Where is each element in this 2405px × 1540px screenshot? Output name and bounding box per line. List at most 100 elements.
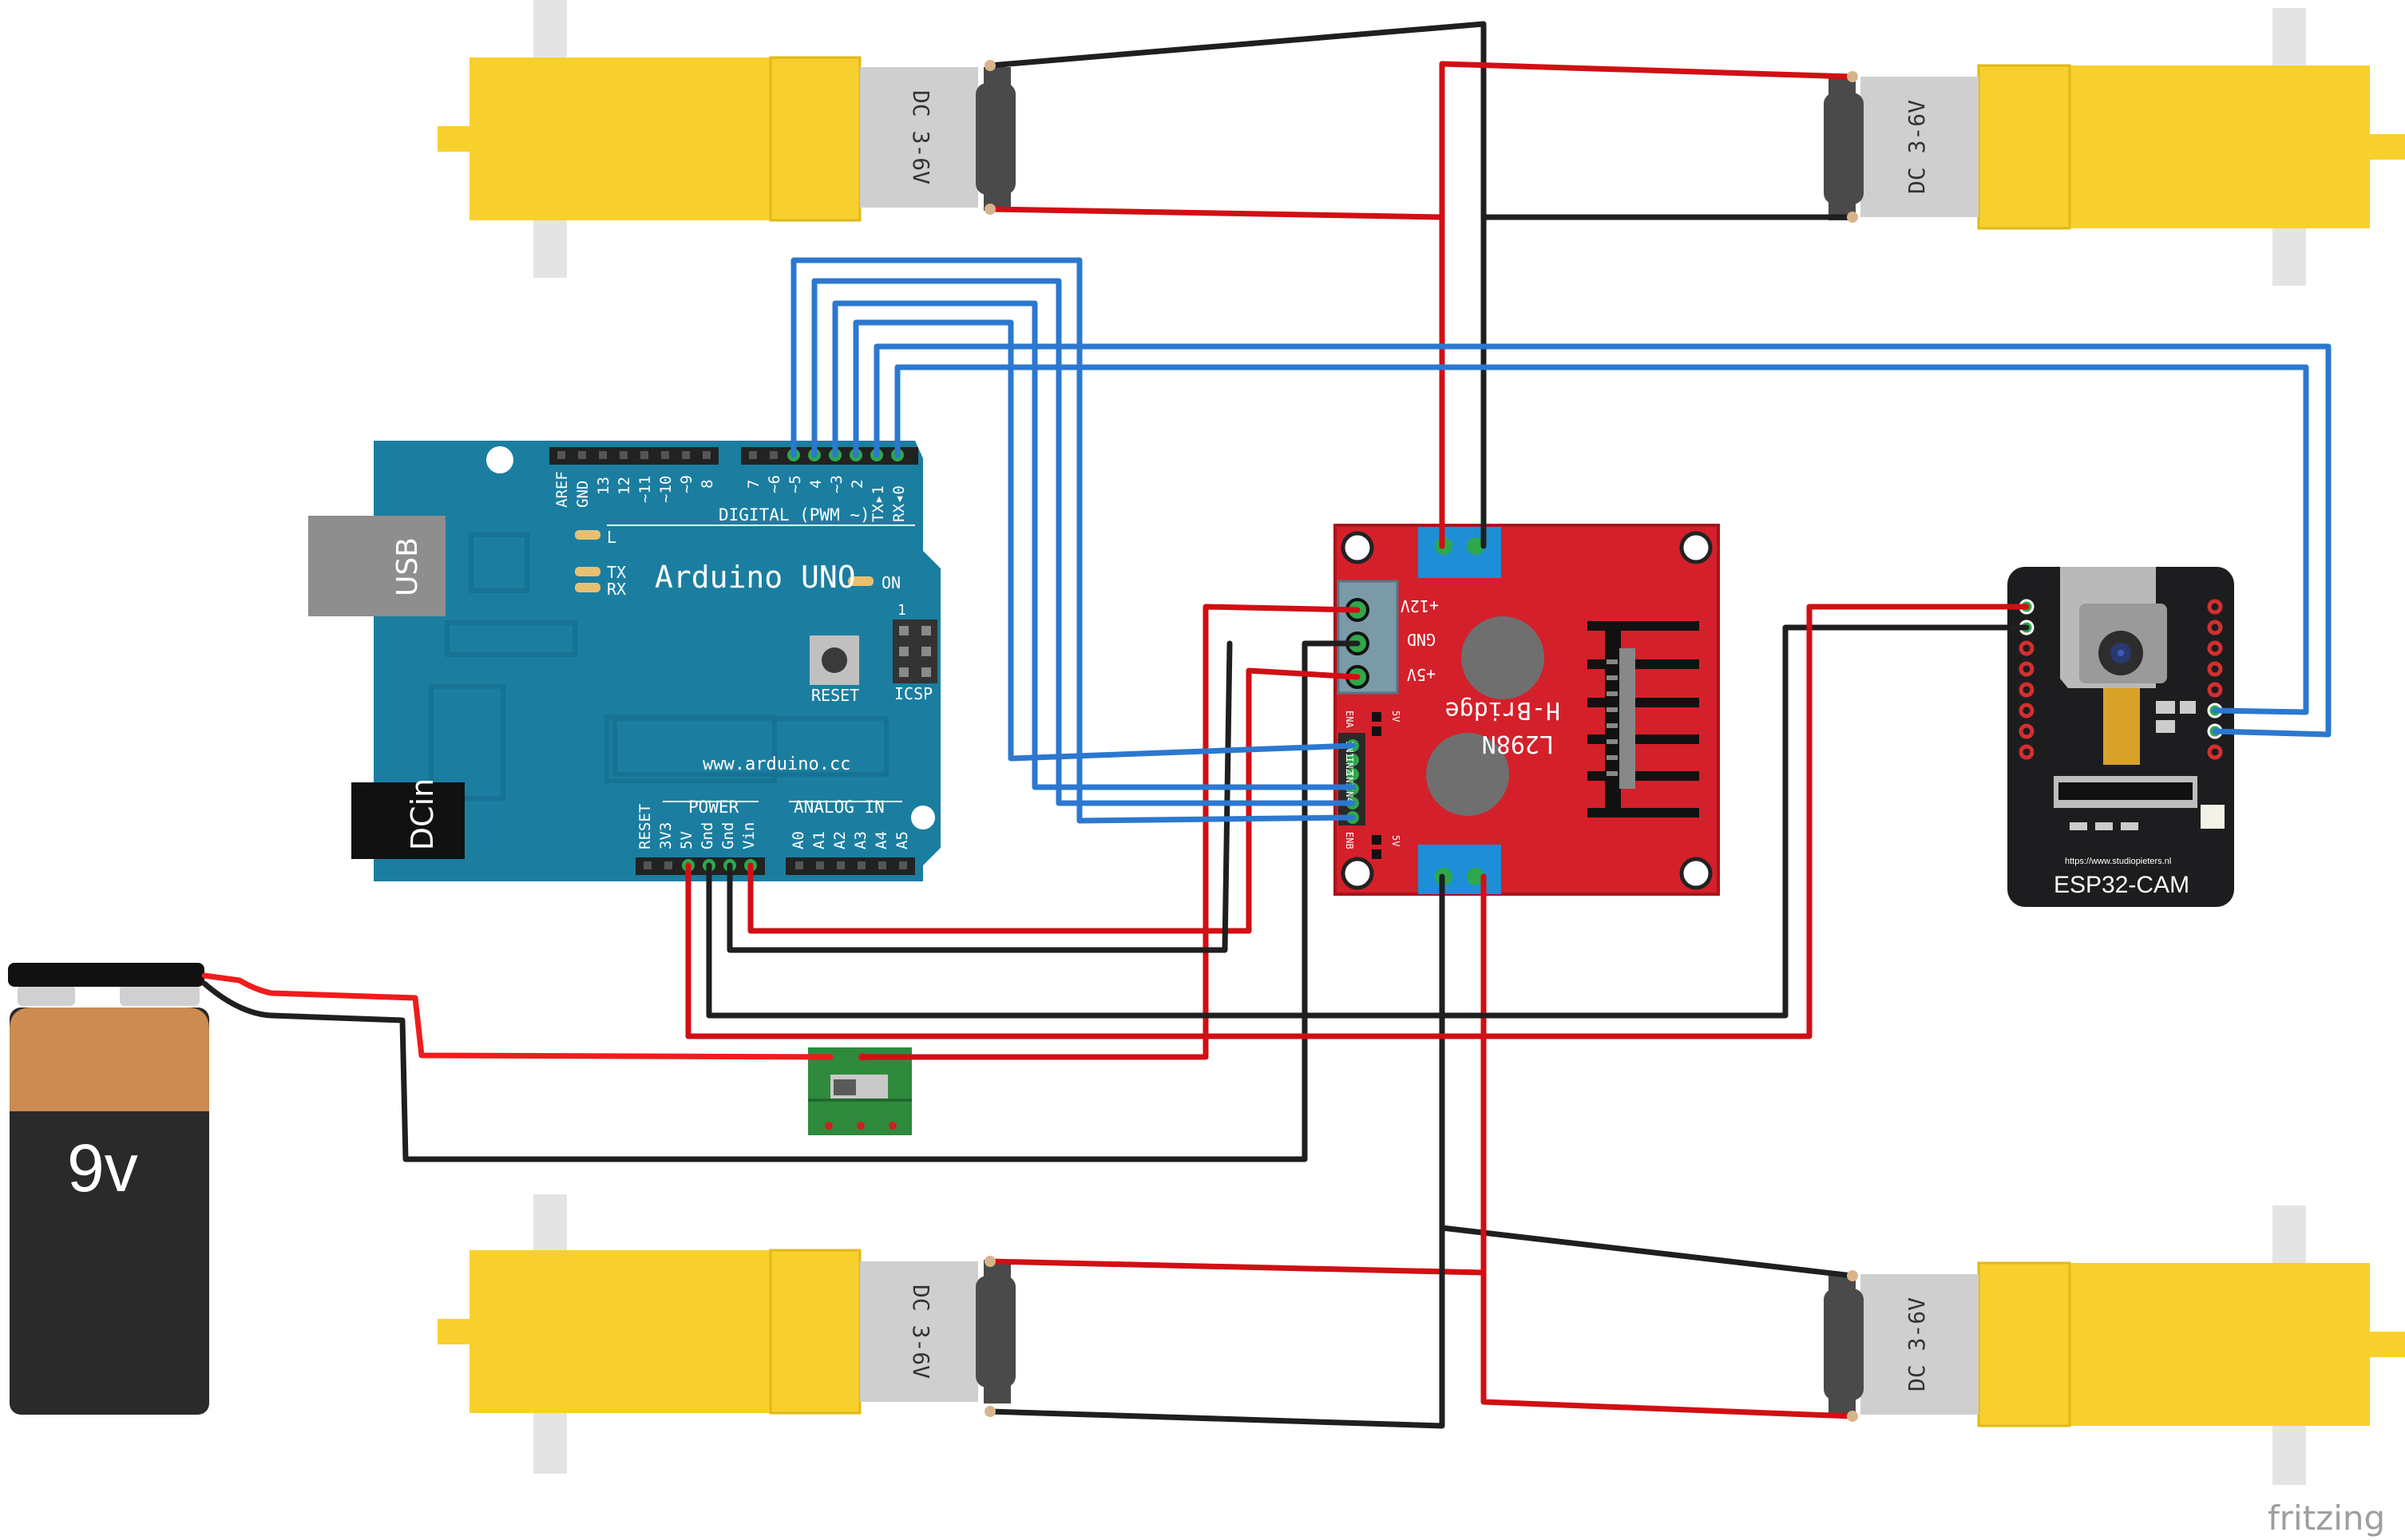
esp32-title: ESP32-CAM: [2054, 872, 2189, 898]
capacitor: [1426, 733, 1509, 816]
wire-black: [987, 21, 1487, 549]
on-label: ON: [882, 573, 901, 592]
pin-label: Gnd: [719, 822, 737, 849]
motor-label: DC 3-6V: [1904, 1297, 1930, 1392]
wire-blue: [874, 343, 2332, 738]
battery-terminal: [18, 985, 75, 1006]
reset-label: RESET: [811, 686, 859, 705]
terminal-motor-b: [1418, 845, 1501, 894]
pin-label: TX▸1: [870, 485, 887, 522]
pin-label: ~9: [678, 475, 695, 493]
wire-black: [727, 640, 1233, 953]
wire-blue: [853, 319, 1356, 762]
wire-black: [201, 640, 1361, 1162]
website-label: www.arduino.cc: [703, 754, 850, 774]
motor-top-left: DC 3-6V: [438, 0, 1016, 278]
flash-led: [2201, 805, 2225, 829]
l298n-hbridge-board: +12V GND +5V ENA IN1 IN2 IN3 IN4 ENB 5V …: [1333, 524, 1720, 896]
wire-red: [201, 972, 834, 1060]
motor-bottom-left: DC 3-6V: [438, 1194, 1016, 1474]
wire-red: [747, 667, 1361, 934]
header-digital-high: [549, 447, 719, 465]
power-label: POWER: [688, 798, 739, 817]
capacitor: [1461, 616, 1544, 699]
pin-label: 12: [616, 477, 633, 495]
pin-label: 13: [595, 477, 612, 495]
pin-label: A3: [852, 831, 870, 849]
pin-label: A2: [831, 831, 849, 849]
esp32-url: https://www.studiopieters.nl: [2065, 857, 2171, 866]
wire-red: [987, 1258, 1487, 1276]
pin-label: RESET: [636, 804, 654, 849]
camera-ribbon: [2103, 688, 2140, 765]
wire-blue: [790, 257, 1356, 824]
pin-label: ~10: [657, 476, 675, 503]
analog-label: ANALOG IN: [794, 798, 885, 817]
dc-jack: [351, 782, 465, 859]
pin-label: 8: [699, 480, 716, 489]
mount-hole: [1341, 531, 1374, 564]
esp32-cam-board: https://www.studiopieters.nl ESP32-CAM: [2007, 567, 2234, 907]
pin-label: IN3: [1344, 771, 1355, 789]
wire-black: [987, 873, 1445, 1429]
wire-black: [1439, 1225, 1856, 1279]
pin-label: ENB: [1344, 832, 1355, 849]
pin-label: AREF: [553, 471, 571, 508]
mount-hole: [911, 806, 935, 829]
arduino-title: Arduino UNO: [655, 560, 856, 595]
pin-gnd-label: GND: [1407, 630, 1436, 649]
mount-hole: [486, 446, 513, 473]
pin-label: 2: [849, 480, 866, 489]
pin-label: 5V: [678, 831, 695, 849]
mount-hole: [1679, 531, 1713, 564]
pin-label: Vin: [740, 822, 758, 849]
jumper-label: 5V: [1390, 711, 1401, 722]
usb-label: USB: [391, 537, 424, 596]
wire-black: [706, 624, 2030, 1019]
mount-hole: [1679, 857, 1713, 890]
icsp-pin-1: 1: [897, 602, 906, 619]
reset-button-cap: [822, 647, 847, 673]
dcin-label: DCin: [405, 778, 440, 850]
pin-label: IN2: [1344, 757, 1355, 774]
led-tx-label: TX: [607, 563, 626, 582]
mount-hole: [1341, 857, 1374, 890]
battery-snap-clip: [8, 963, 204, 987]
led-rx-label: RX: [607, 580, 626, 599]
led-l-label: L: [607, 528, 616, 547]
pin-label: ~11: [636, 476, 654, 503]
hbridge-title: H-Bridge: [1445, 696, 1561, 724]
wire-blue: [811, 278, 1356, 806]
battery-terminal: [120, 985, 200, 1006]
battery-label: 9v: [67, 1130, 138, 1205]
wire-red: [685, 604, 2030, 1039]
terminal-motor-a: [1418, 527, 1501, 578]
wire-red: [1439, 61, 1856, 549]
wires: [201, 21, 2332, 1429]
pin-label: A0: [790, 831, 807, 849]
battery-9v: 9v: [8, 963, 209, 1415]
pin-label: A1: [810, 831, 828, 849]
usb-connector: [308, 516, 446, 616]
wire-red: [987, 206, 1445, 220]
icsp-label: ICSP: [894, 684, 933, 703]
header-analog: [786, 857, 915, 875]
motor-label: DC 3-6V: [1904, 100, 1930, 194]
wire-red: [859, 604, 1361, 1060]
hbridge-chip: L298N: [1482, 730, 1554, 758]
pin-12v-label: +12V: [1401, 596, 1439, 616]
motor-label: DC 3-6V: [908, 1285, 934, 1379]
pin-label: ~5: [786, 475, 804, 493]
pin-5v-label: +5V: [1407, 665, 1436, 684]
motor-bottom-right: DC 3-6V: [1824, 1205, 2405, 1485]
pin-label: A4: [873, 831, 890, 849]
pin-label: RX◂0: [890, 485, 908, 522]
wire-blue: [894, 364, 2309, 715]
wire-red: [1480, 873, 1856, 1419]
pin-label: ~6: [766, 475, 783, 493]
slide-switch[interactable]: [808, 1047, 912, 1135]
motor-label: DC 3-6V: [908, 90, 934, 184]
motor-top-right: DC 3-6V: [1824, 8, 2405, 286]
pin-label: 3V3: [657, 822, 675, 849]
